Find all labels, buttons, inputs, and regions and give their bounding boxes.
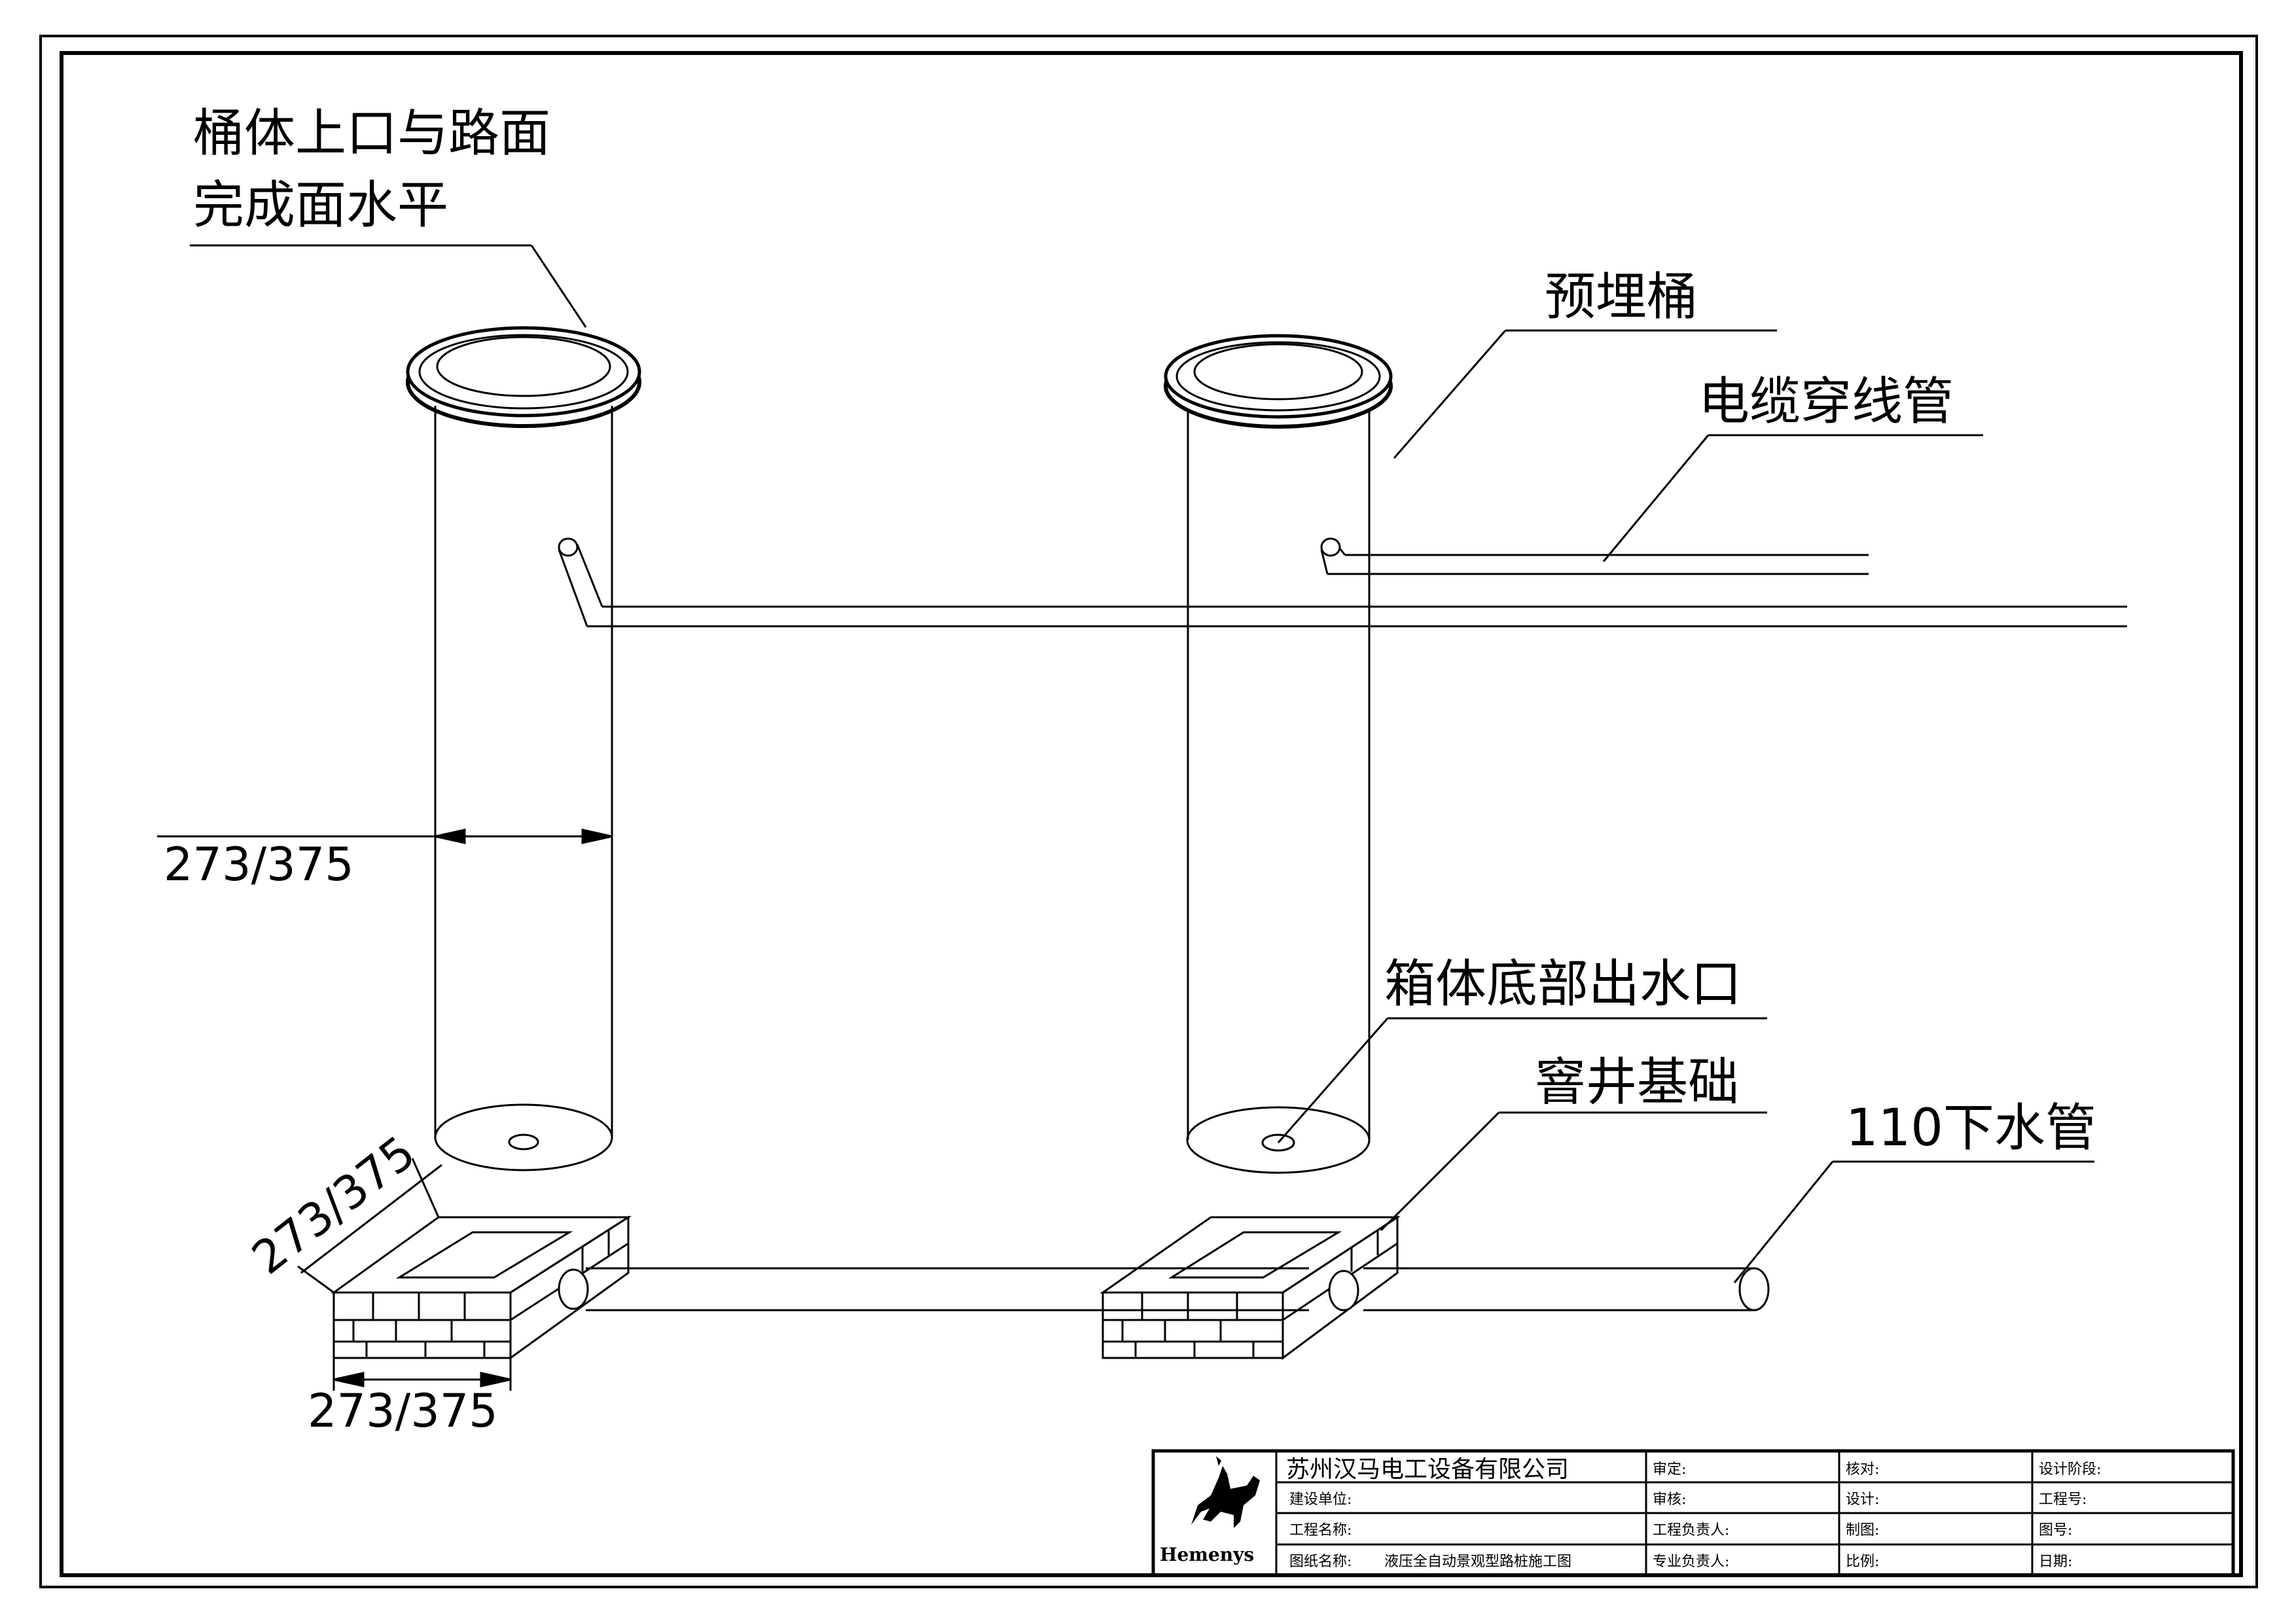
drain-pipe: [586, 1267, 1770, 1311]
label-embedded-bucket: 预埋桶: [1545, 268, 1698, 327]
label-bucket-top-line2: 完成面水平: [193, 176, 448, 235]
outer-frame: [39, 35, 2258, 1588]
company-name: 苏州汉马电工设备有限公司: [1286, 1456, 1569, 1483]
dim-base-width: 273/375: [308, 1384, 498, 1438]
label-bottom-outlet: 箱体底部出水口: [1384, 955, 1742, 1014]
dimension-lines: [157, 829, 613, 1391]
right-well-base: [1100, 1215, 1401, 1360]
dim-bucket-diameter: 273/375: [164, 838, 354, 891]
left-well-base: [331, 1215, 632, 1360]
tb-drawing-name: 液压全自动景观型路桩施工图: [1384, 1554, 1571, 1570]
tb-r2-c4: 图号:: [2039, 1522, 2072, 1539]
right-cable-conduit: [1320, 537, 1869, 575]
label-drain-pipe: 110下水管: [1846, 1099, 2096, 1158]
left-cable-conduit: [558, 537, 2127, 628]
inner-frame: [60, 51, 2243, 1577]
label-cable-conduit: 电缆穿线管: [1698, 372, 1954, 431]
right-bucket-drain-hole: [1261, 1133, 1295, 1152]
tb-r1-c1: 建设单位:: [1289, 1491, 1352, 1508]
right-bucket: [1164, 334, 1393, 1174]
tb-design-stage-label: 设计阶段:: [2039, 1461, 2101, 1478]
tb-r3-c3: 比例:: [1846, 1554, 1879, 1570]
tb-approve-label: 审定:: [1653, 1461, 1686, 1478]
label-bucket-top-line1: 桶体上口与路面: [193, 104, 550, 163]
tb-r2-c3: 制图:: [1846, 1522, 1879, 1539]
label-well-base: 窨井基础: [1535, 1053, 1739, 1112]
hemenys-logo: [1191, 1456, 1260, 1528]
tb-r1-c2: 审核:: [1653, 1491, 1686, 1508]
dim-base-depth: 273/375: [242, 1126, 425, 1285]
left-bucket: [406, 326, 641, 1171]
tb-r1-c4: 工程号:: [2039, 1491, 2087, 1508]
tb-check-label: 核对:: [1846, 1461, 1879, 1478]
logo-text: Hemenys: [1160, 1544, 1254, 1565]
tb-r3-c4: 日期:: [2039, 1554, 2072, 1570]
tb-r3-c2: 专业负责人:: [1653, 1554, 1729, 1570]
title-block: [1151, 1449, 2235, 1577]
leader-lines: [190, 244, 2094, 1283]
tb-r1-c3: 设计:: [1846, 1491, 1879, 1508]
tb-r2-c2: 工程负责人:: [1653, 1522, 1729, 1539]
tb-r2-c1: 工程名称:: [1289, 1522, 1352, 1539]
left-bucket-drain-hole: [508, 1133, 539, 1150]
tb-r3-c1: 图纸名称:: [1289, 1554, 1352, 1570]
